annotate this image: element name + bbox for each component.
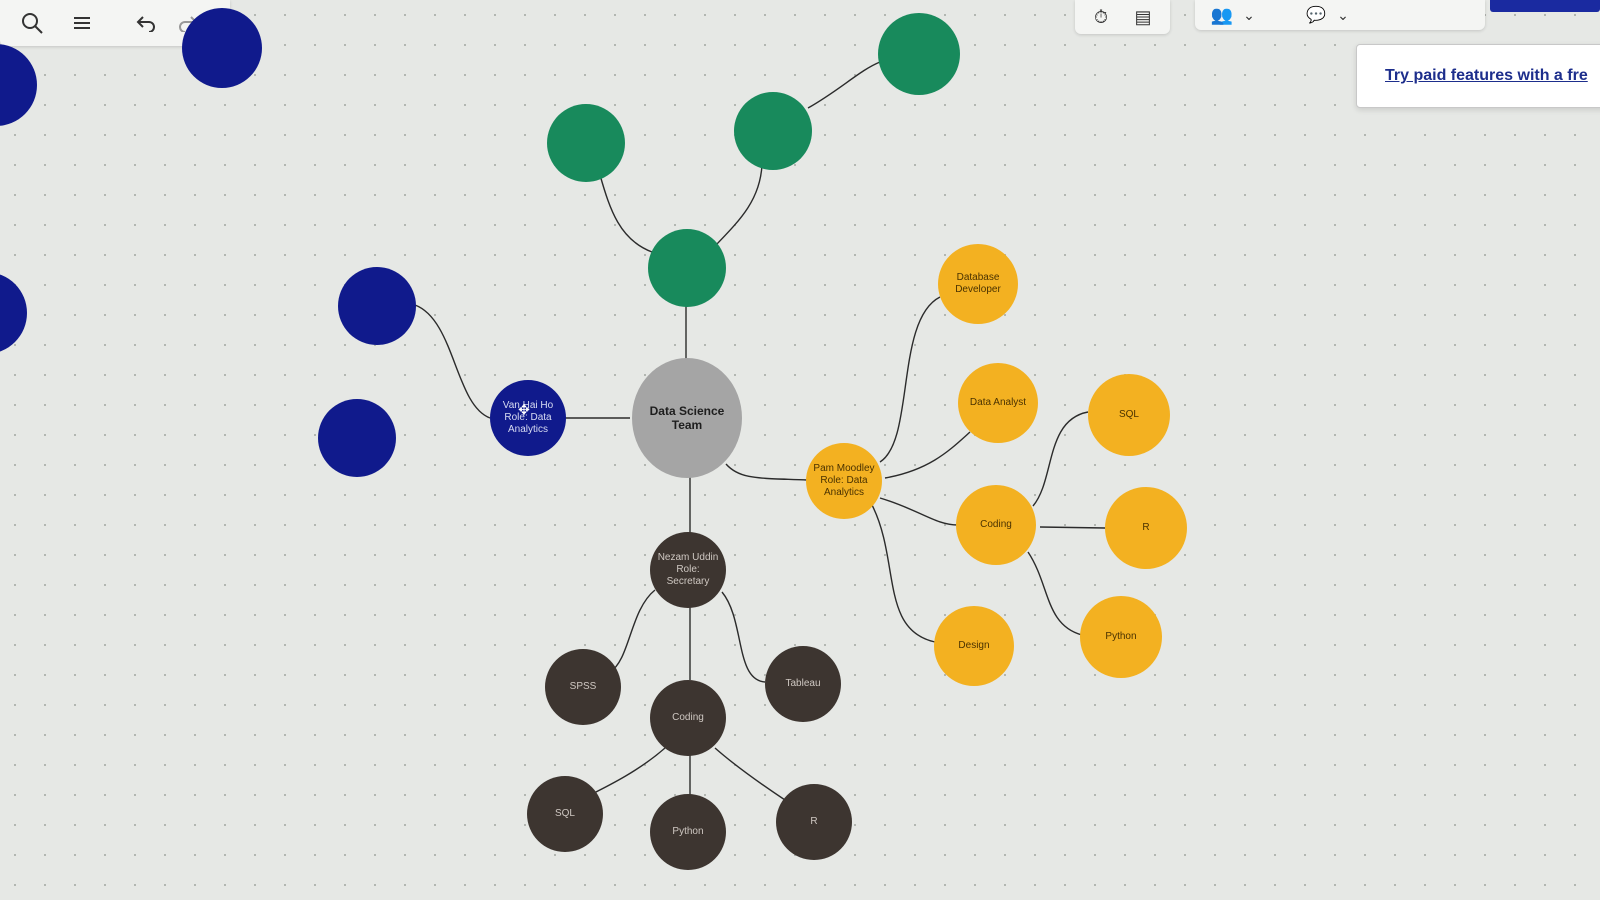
connector [879, 296, 941, 463]
toolbar-right-collab: 👥 ⌄ 💬 ⌄ [1195, 0, 1485, 30]
pam-moodley-node[interactable]: Pam Moodley Role: Data Analytics [806, 443, 882, 519]
connector [599, 174, 653, 253]
undo-icon[interactable] [126, 3, 166, 43]
teal-node[interactable] [648, 229, 726, 307]
toolbar-right-tools: ⏱ ▤ [1075, 0, 1170, 34]
timer-icon[interactable]: ⏱ [1093, 6, 1109, 27]
connector [1032, 411, 1089, 507]
teal-node[interactable] [878, 13, 960, 95]
connector [414, 304, 491, 419]
nezam-sql-node[interactable]: SQL [527, 776, 603, 852]
connector [884, 431, 971, 479]
upgrade-link[interactable]: Try paid features with a fre [1385, 67, 1588, 84]
pam-coding-node[interactable]: Coding [956, 485, 1036, 565]
design-node[interactable]: Design [934, 606, 1014, 686]
data-analyst-node[interactable]: Data Analyst [958, 363, 1038, 443]
navy-node[interactable] [338, 267, 416, 345]
mindmap-node[interactable] [182, 8, 262, 88]
pam-python-node[interactable]: Python [1080, 596, 1162, 678]
connector [879, 497, 959, 526]
connector [589, 747, 666, 796]
van-hai-ho-node[interactable]: Van Hai Ho Role: Data Analytics [490, 380, 566, 456]
connector [714, 747, 786, 801]
connector [609, 589, 656, 673]
tableau-node[interactable]: Tableau [765, 646, 841, 722]
chevron-down-icon[interactable]: ⌄ [1337, 6, 1349, 23]
pam-r-node[interactable]: R [1105, 487, 1187, 569]
connector [721, 591, 766, 683]
people-icon[interactable]: 👥 [1210, 4, 1234, 25]
calendar-icon[interactable]: ▤ [1134, 6, 1152, 27]
nezam-r-node[interactable]: R [776, 784, 852, 860]
comment-icon[interactable]: 💬 [1306, 7, 1326, 24]
chevron-down-icon[interactable]: ⌄ [1243, 6, 1255, 23]
connector [1039, 526, 1106, 529]
connector [1027, 551, 1083, 636]
teal-node[interactable] [547, 104, 625, 182]
connector [871, 504, 936, 643]
nezam-python-node[interactable]: Python [650, 794, 726, 870]
share-button[interactable] [1490, 0, 1600, 12]
connector [725, 463, 808, 481]
connector [715, 164, 763, 246]
upgrade-promo: Try paid features with a fre [1356, 44, 1600, 108]
database-developer-node[interactable]: Database Developer [938, 244, 1018, 324]
move-cursor-icon: ✥ [518, 401, 530, 418]
pam-sql-node[interactable]: SQL [1088, 374, 1170, 456]
search-icon[interactable] [12, 3, 52, 43]
nezam-uddin-node[interactable]: Nezam Uddin Role: Secretary [650, 532, 726, 608]
navy-node[interactable] [318, 399, 396, 477]
center-node[interactable]: Data Science Team [632, 358, 742, 478]
menu-icon[interactable] [62, 3, 102, 43]
nezam-coding-node[interactable]: Coding [650, 680, 726, 756]
connector [807, 61, 881, 109]
teal-node[interactable] [734, 92, 812, 170]
spss-node[interactable]: SPSS [545, 649, 621, 725]
